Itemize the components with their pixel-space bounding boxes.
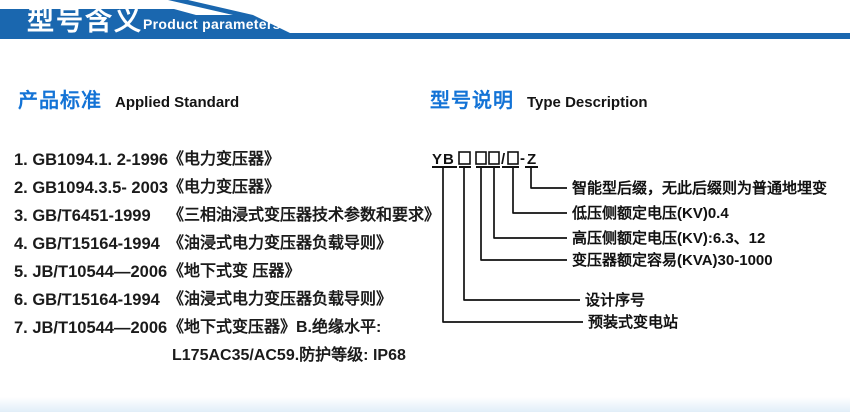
standard-code: 7. JB/T10544—2006 [14,319,168,337]
label-high-voltage: 高压侧额定电压(KV):6.3、12 [572,230,766,247]
standards-list: 1. GB1094.1. 2-1996 《电力变压器》 2. GB1094.3.… [14,146,440,342]
line-capacity [480,167,567,261]
standard-code: 6. GB/T15164-1994 [14,291,160,309]
code-prefix: YB [432,151,455,168]
standards-item: 3. GB/T6451-1999 《三相油浸式变压器技术参数和要求》 [14,202,440,230]
code-box [488,151,500,165]
standard-code: 2. GB1094.3.5- 2003 [14,179,169,197]
standards-item: 2. GB1094.3.5- 2003 《电力变压器》 [14,174,426,202]
type-heading-cn: 型号说明 [430,90,514,112]
code-suffix: Z [527,151,537,168]
model-code-diagram: YB / - Z [432,150,583,323]
type-heading-en: Type Description [527,94,648,111]
line-high-voltage [493,167,567,239]
standard-code: 5. JB/T10544—2006 [14,263,168,281]
standards-heading: 产品标准 Applied Standard [18,84,239,113]
standards-item: 1. GB1094.1. 2-1996 《电力变压器》 [14,146,426,174]
page-subtitle: Product parameters [143,16,281,32]
connector-lines [442,167,583,323]
code-dash: - [520,150,526,167]
code-slash: / [501,151,506,168]
standards-heading-cn: 产品标准 [18,90,102,112]
standard-title: 《地下式变 压器》 [168,263,301,280]
code-box [475,151,487,165]
label-design-serial: 设计序号 [585,292,646,309]
standards-item: 7. JB/T10544—2006 《地下式变压器》B.绝缘水平: [14,314,426,342]
banner-main-polygon [0,9,850,39]
code-box [507,151,519,165]
type-description-heading: 型号说明 Type Description [430,84,648,113]
standards-item: 4. GB/T15164-1994 《油浸式电力变压器负载导则》 [14,230,426,258]
standard-code: 1. GB1094.1. 2-1996 [14,151,169,169]
label-substation: 预装式变电站 [588,314,679,331]
standard-title: 《电力变压器》 [168,179,281,196]
standard-title: 《地下式变压器》B.绝缘水平: [168,319,382,336]
label-smart-suffix: 智能型后缀，无此后缀则为普通地埋变 [572,180,828,197]
label-capacity: 变压器额定容易(KVA)30-1000 [572,252,773,269]
line-substation [442,167,583,323]
footer-gradient [0,397,850,412]
standard-title: 《油浸式电力变压器负载导则》 [168,291,393,308]
header-banner-shape [0,0,850,39]
label-low-voltage: 低压侧额定电压(KV)0.4 [572,205,729,222]
standard-title: 《油浸式电力变压器负载导则》 [168,235,393,252]
standard-title: 《三相油浸式变压器技术参数和要求》 [168,207,441,224]
page-title: 型号含义 [27,6,143,36]
standard-code: 3. GB/T6451-1999 [14,207,151,225]
standards-heading-en: Applied Standard [115,94,240,111]
standards-item: 6. GB/T15164-1994 《油浸式电力变压器负载导则》 [14,286,426,314]
code-box [458,151,471,165]
standard-code: 4. GB/T15164-1994 [14,235,160,253]
line-smart-suffix [530,167,567,189]
standard-title: 《电力变压器》 [168,151,281,168]
insulation-note: L175AC35/AC59.防护等级: IP68 [172,347,406,364]
line-design-serial [463,167,580,301]
banner-fold-polygon [168,0,253,15]
standards-item: 5. JB/T10544—2006 《地下式变 压器》 [14,258,426,286]
line-low-voltage [512,167,567,214]
